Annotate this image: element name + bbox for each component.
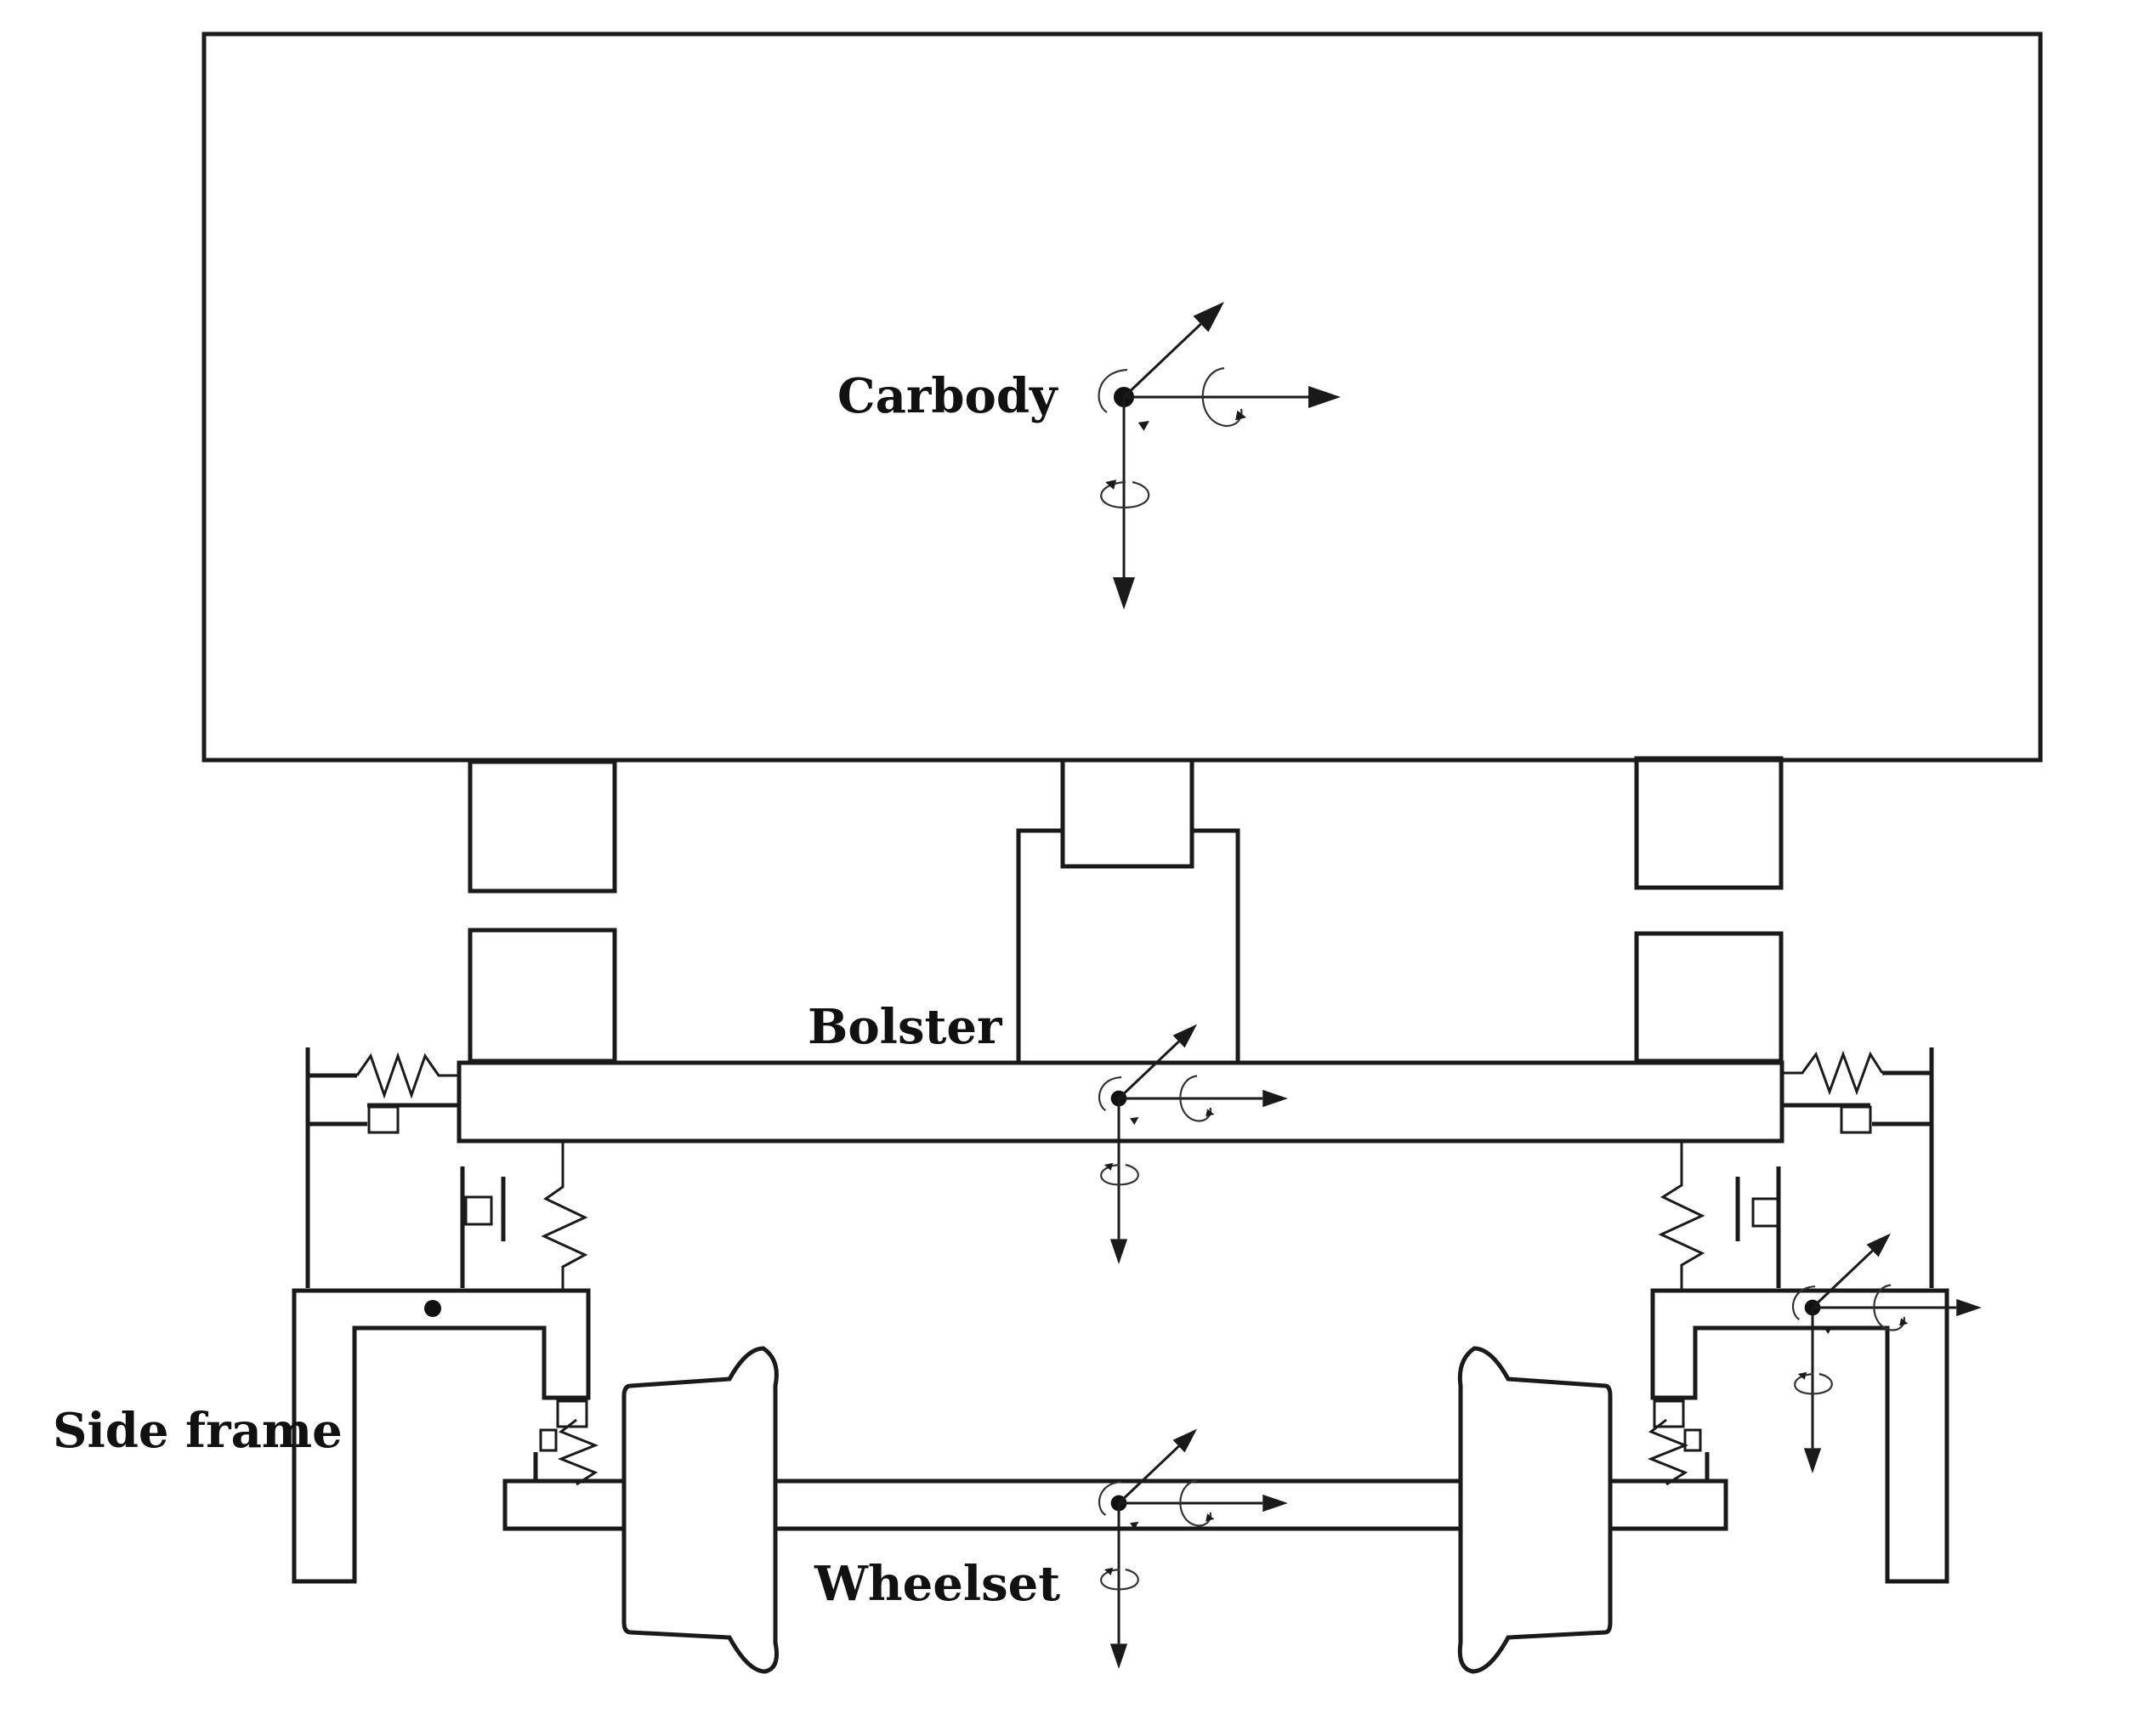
y-axis-arrow-head: [1193, 302, 1224, 332]
y-axis-arrow-line: [1117, 1444, 1180, 1505]
side-frame-label: Side frame: [53, 1403, 343, 1459]
side-frame-left: [292, 1288, 591, 1584]
x-axis-arrow-head: [1262, 1089, 1288, 1108]
yaw-rotation-icon: [1100, 1568, 1139, 1591]
yaw-rotation-head: [1104, 1162, 1114, 1171]
y-axis-arrow-line: [1811, 1249, 1874, 1309]
y-axis-arrow-line: [1117, 1040, 1180, 1100]
carbody-label: Carbody: [837, 368, 1058, 424]
coordinate-system-carbody: [1098, 302, 1341, 610]
yaw-rotation-icon: [1794, 1372, 1833, 1395]
wheel-right: [1457, 1346, 1613, 1674]
yaw-rotation-head: [1105, 480, 1117, 490]
side-frame-post-right: [1735, 1047, 1934, 1288]
wheel-left: [621, 1346, 779, 1674]
x-axis-arrow-head: [1308, 386, 1341, 408]
side-bearer-right: [1634, 756, 1784, 1064]
x-axis-arrow-head: [1956, 1298, 1982, 1317]
wheelset: [502, 1346, 1728, 1674]
x-axis-arrow-head: [1262, 1494, 1288, 1513]
y-axis-arrow-line: [1122, 323, 1202, 399]
secondary-spring-right: [1658, 1143, 1705, 1291]
pitch-rotation-head: [1138, 421, 1149, 431]
z-axis-arrow-head: [1109, 1643, 1128, 1669]
side-frame-post-left: [305, 1047, 506, 1288]
side-bearer-left: [468, 759, 617, 1064]
y-axis-arrow-head: [1866, 1233, 1892, 1257]
coordinate-system-bolster: [1098, 1024, 1288, 1264]
bolster-label: Bolster: [808, 999, 1002, 1055]
pitch-rotation-icon: [1792, 1285, 1816, 1320]
z-axis-arrow-head: [1803, 1448, 1822, 1473]
pitch-rotation-head: [1130, 1521, 1139, 1530]
pitch-rotation-head: [1824, 1325, 1833, 1334]
primary-spring-left: [533, 1399, 599, 1486]
pitch-rotation-icon: [1098, 1480, 1122, 1516]
center-plate: [1016, 758, 1240, 1061]
primary-spring-right: [1647, 1399, 1710, 1486]
coordinate-system-wheelset: [1098, 1428, 1288, 1669]
wheelset-label: Wheelset: [814, 1556, 1061, 1612]
bolster: [457, 1060, 1784, 1144]
pitch-rotation-icon: [1098, 368, 1128, 413]
secondary-spring-left: [541, 1143, 588, 1291]
y-axis-arrow-head: [1172, 1024, 1198, 1048]
pitch-rotation-head: [1130, 1116, 1139, 1125]
roll-rotation-head: [1206, 1513, 1215, 1522]
y-axis-arrow-head: [1172, 1428, 1198, 1453]
yaw-rotation-head: [1797, 1371, 1807, 1380]
pitch-rotation-icon: [1098, 1076, 1122, 1111]
side-frame-right: [1650, 1288, 1949, 1584]
side-frame-left-center-marker: [424, 1300, 441, 1317]
yaw-rotation-head: [1104, 1567, 1114, 1575]
coordinate-system-side-frame: [1792, 1233, 1982, 1473]
z-axis-arrow-head: [1113, 577, 1135, 610]
roll-rotation-head: [1206, 1109, 1215, 1117]
roll-rotation-head: [1235, 410, 1246, 421]
yaw-rotation-icon: [1100, 480, 1150, 509]
z-axis-arrow-head: [1109, 1239, 1128, 1264]
yaw-rotation-icon: [1100, 1163, 1139, 1186]
roll-rotation-head: [1899, 1318, 1909, 1326]
